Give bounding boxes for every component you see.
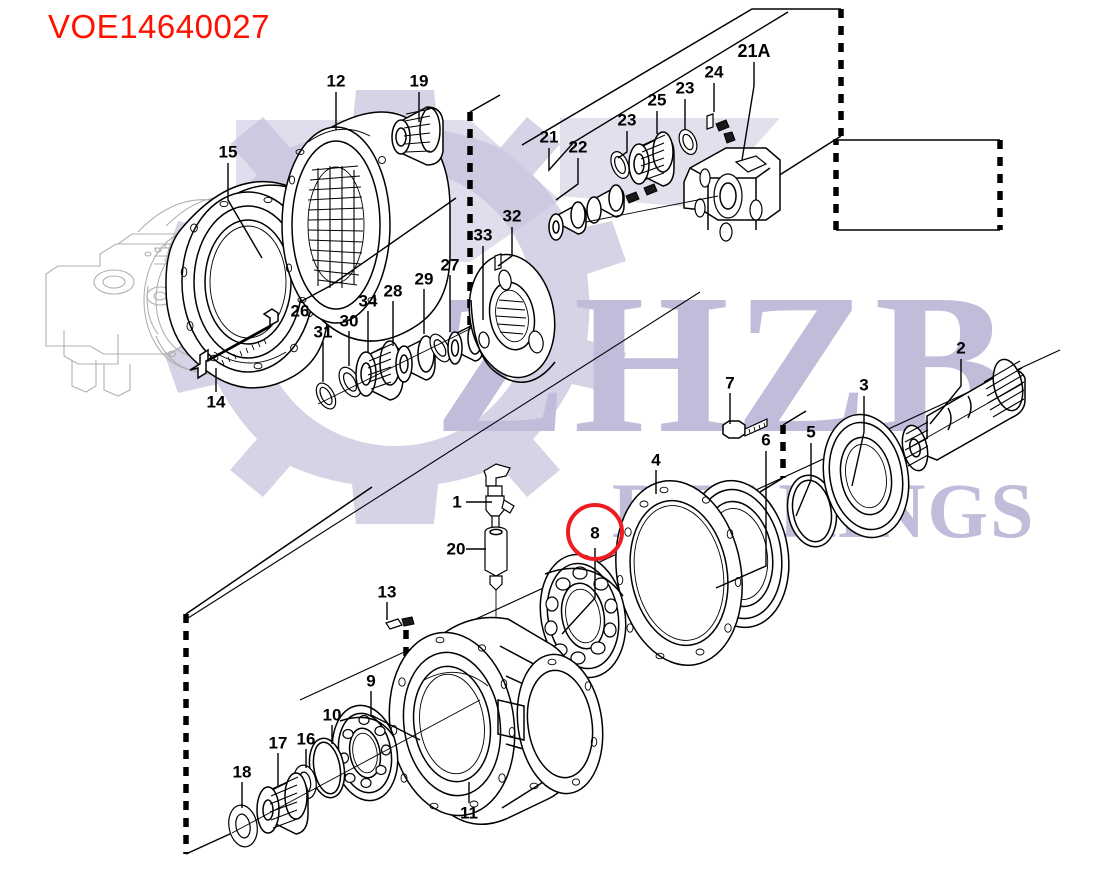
callout-label-18: 18 xyxy=(232,762,252,782)
callout-label-28: 28 xyxy=(383,281,403,301)
part-5-o-ring xyxy=(786,474,838,548)
part-24-key xyxy=(706,113,736,144)
callout-label-17: 17 xyxy=(268,733,288,753)
callout-label-32: 32 xyxy=(502,206,522,226)
callout-label-27: 27 xyxy=(440,255,460,275)
part-7-bolt xyxy=(722,418,768,439)
callout-label-2: 2 xyxy=(956,338,966,358)
callout-label-14: 14 xyxy=(206,392,226,412)
callout-label-26: 26 xyxy=(290,301,310,321)
part-9-bearing xyxy=(331,704,399,802)
part-17-splined-gear xyxy=(256,772,309,835)
callout-label-7: 7 xyxy=(725,373,735,393)
callout-label-20: 20 xyxy=(446,539,466,559)
leader-lines xyxy=(215,11,962,808)
part-2-drive-shaft xyxy=(901,358,1026,472)
callout-label-9: 9 xyxy=(366,671,376,691)
callout-label-11: 11 xyxy=(460,803,478,823)
callout-label-16: 16 xyxy=(296,729,316,749)
callout-label-21A: 21A xyxy=(737,41,771,61)
callout-label-1: 1 xyxy=(452,492,462,512)
part-18-washer xyxy=(228,804,258,848)
part-19-splined-gear xyxy=(391,106,444,166)
part-25-pinion-gear xyxy=(628,131,675,187)
callout-label-23a: 23 xyxy=(617,110,637,130)
callout-label-33: 33 xyxy=(473,225,493,245)
callout-label-5: 5 xyxy=(806,422,816,442)
page-title: VOE14640027 xyxy=(48,8,271,45)
callout-label-21: 21 xyxy=(539,127,559,147)
callout-label-13: 13 xyxy=(377,582,397,602)
part-12-ring-gear xyxy=(281,111,451,342)
callout-label-31: 31 xyxy=(313,322,333,342)
callout-label-22: 22 xyxy=(568,137,588,157)
part-33-carrier-plate xyxy=(468,253,556,383)
callout-label-4: 4 xyxy=(651,450,661,470)
part-10-snap-ring xyxy=(308,737,346,799)
callout-label-24: 24 xyxy=(704,62,724,82)
callout-label-3: 3 xyxy=(859,375,869,395)
callout-label-34: 34 xyxy=(358,291,378,311)
callout-label-10: 10 xyxy=(322,705,342,725)
callout-label-25: 25 xyxy=(647,90,667,110)
part-14-long-bolt xyxy=(189,308,279,380)
part-23b-washer xyxy=(678,128,698,156)
callout-label-29: 29 xyxy=(414,269,434,289)
highlight-circle-part-8 xyxy=(566,503,624,561)
part-32-dowel-pin xyxy=(494,253,502,271)
part-20-sleeve xyxy=(484,526,508,632)
part-3-bearing xyxy=(822,413,910,539)
part-13-pin xyxy=(385,616,415,630)
callout-label-23b: 23 xyxy=(675,78,695,98)
part-8-ball-bearing xyxy=(539,553,627,679)
part-1-relief-valve xyxy=(483,463,515,529)
part-4-flange-plate xyxy=(615,480,743,666)
part-11-hub-housing xyxy=(388,616,604,826)
part-22-pins xyxy=(548,183,658,241)
callout-label-8: 8 xyxy=(590,523,600,543)
callout-label-19: 19 xyxy=(409,71,429,91)
part-21A-valve-block xyxy=(585,147,781,242)
callout-label-6: 6 xyxy=(761,430,771,450)
part-23a-washer xyxy=(610,151,630,179)
callout-label-30: 30 xyxy=(339,311,359,331)
callout-label-15: 15 xyxy=(218,142,238,162)
callout-label-12: 12 xyxy=(326,71,346,91)
